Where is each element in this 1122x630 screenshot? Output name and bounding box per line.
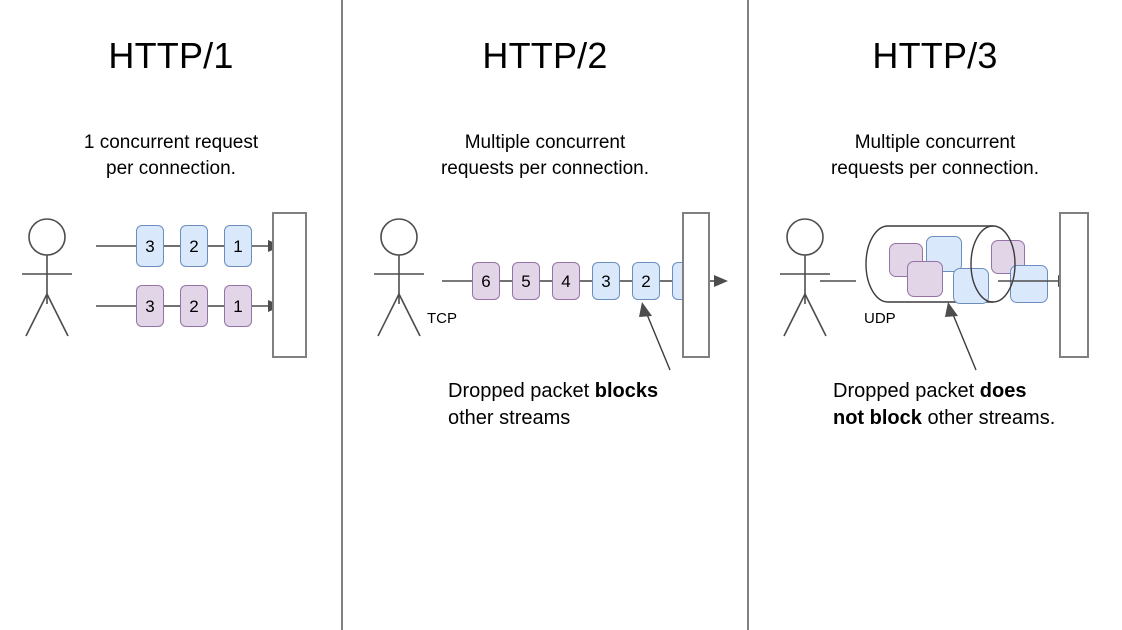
- packet-box-dropped[interactable]: 2: [632, 262, 660, 300]
- panel-http2: HTTP/2 Multiple concurrent requests per …: [342, 0, 748, 630]
- panel-title-http3: HTTP/3: [872, 35, 998, 76]
- stream-line-in: [820, 280, 856, 282]
- server-rectangle-icon: [272, 212, 307, 358]
- packet-box[interactable]: 2: [180, 225, 208, 267]
- panel-http3: HTTP/3 Multiple concurrent requests per …: [748, 0, 1122, 630]
- packet-box[interactable]: 3: [136, 285, 164, 327]
- annotation-arrow-icon: [639, 302, 671, 371]
- stick-figure-icon: [780, 218, 830, 337]
- packet-square[interactable]: [907, 261, 943, 297]
- packet-box[interactable]: 2: [180, 285, 208, 327]
- panel-subtitle-http1: 1 concurrent request per connection.: [83, 132, 259, 179]
- panel-subtitle-http3: Multiple concurrent requests per connect…: [830, 132, 1040, 179]
- panel-divider-2: [747, 0, 749, 630]
- packet-square[interactable]: [953, 268, 989, 304]
- packet-box[interactable]: 3: [592, 262, 620, 300]
- packet-box[interactable]: 6: [472, 262, 500, 300]
- panel-title-http1: HTTP/1: [108, 35, 234, 76]
- panel-title-http2: HTTP/2: [482, 35, 608, 76]
- packet-box[interactable]: 4: [552, 262, 580, 300]
- panel-subtitle-http2: Multiple concurrent requests per connect…: [440, 132, 650, 179]
- annotation-arrow-icon: [945, 302, 977, 371]
- stick-figure-icon: [374, 218, 424, 337]
- stick-figure-icon: [22, 218, 72, 337]
- packet-box[interactable]: 1: [224, 225, 252, 267]
- packet-box[interactable]: 3: [136, 225, 164, 267]
- server-rectangle-icon: [1059, 212, 1089, 358]
- packet-box[interactable]: 1: [224, 285, 252, 327]
- protocol-label-udp: UDP: [864, 310, 896, 327]
- protocol-label-tcp: TCP: [427, 310, 457, 327]
- panel-divider-1: [341, 0, 343, 630]
- panel-http1: HTTP/1 1 concurrent request per connecti…: [0, 0, 342, 630]
- packet-box[interactable]: 5: [512, 262, 540, 300]
- server-rectangle-icon: [682, 212, 710, 358]
